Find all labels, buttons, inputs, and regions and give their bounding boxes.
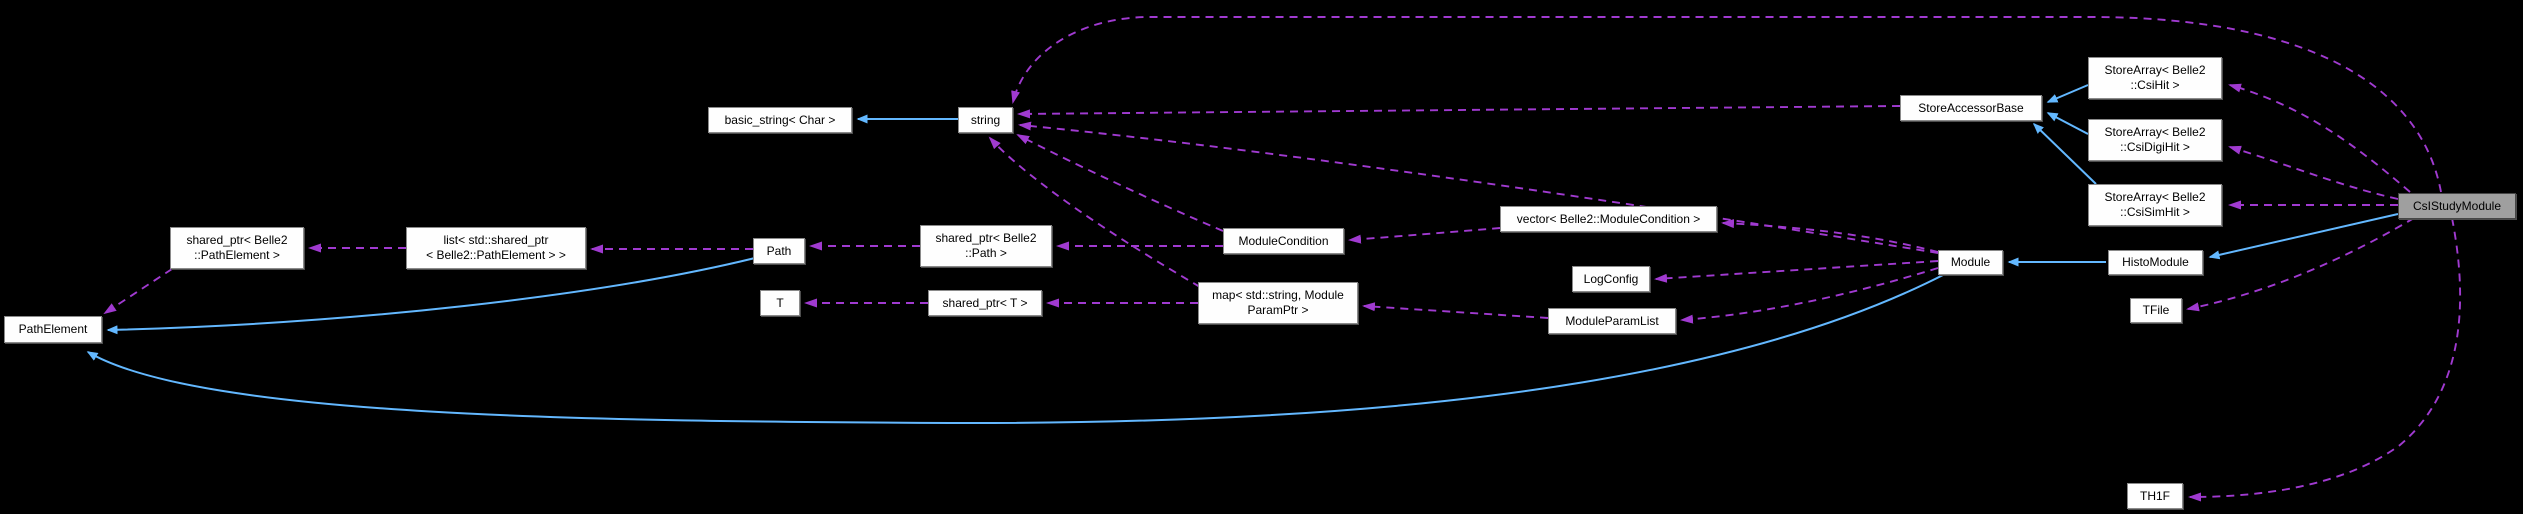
node-pathelement[interactable]: PathElement (4, 316, 102, 343)
node-store-accessor-base[interactable]: StoreAccessorBase (1900, 95, 2042, 121)
edge-map-string (988, 136, 1201, 288)
node-module[interactable]: Module (1938, 250, 2003, 275)
edge-csistudymodule-csihit (2228, 83, 2411, 193)
node-tfile[interactable]: TFile (2130, 298, 2182, 323)
edge-vector-modulecondition (1348, 227, 1501, 244)
edge-path-pathelement (106, 257, 756, 335)
node-path[interactable]: Path (753, 238, 805, 264)
node-moduleparamlist[interactable]: ModuleParamList (1548, 308, 1676, 334)
node-storearray-csihit[interactable]: StoreArray< Belle2 ::CsiHit > (2088, 57, 2222, 99)
edge-csihit-storeaccessorbase (2046, 84, 2089, 103)
edge-csistudymodule-tfile (2186, 217, 2415, 312)
edge-csistudymodule-string (1011, 16, 2442, 193)
node-logconfig[interactable]: LogConfig (1572, 266, 1650, 292)
edge-module-logconfig (1654, 260, 1939, 283)
edge-moduleparamlist-map (1362, 302, 1549, 319)
edge-csistudymodule-csidigihit (2228, 145, 2399, 200)
node-t[interactable]: T (760, 290, 800, 316)
node-sharedptr-path[interactable]: shared_ptr< Belle2 ::Path > (920, 225, 1052, 267)
edge-module-vector (1721, 219, 1939, 253)
node-storearray-csidigihit[interactable]: StoreArray< Belle2 ::CsiDigiHit > (2088, 119, 2222, 161)
node-string[interactable]: string (958, 107, 1013, 133)
edge-modulecondition-string (1016, 134, 1224, 232)
node-csistudymodule[interactable]: CsIStudyModule (2398, 193, 2516, 219)
node-list-sharedptr-pathelement[interactable]: list< std::shared_ptr < Belle2::PathElem… (406, 227, 586, 269)
node-th1f[interactable]: TH1F (2127, 483, 2183, 509)
edge-sharedptrpathelement-pathelement (103, 268, 173, 315)
edge-csistudymodule-histomodule (2208, 213, 2399, 260)
edge-module-string (1018, 121, 1939, 254)
node-storearray-csisimhit[interactable]: StoreArray< Belle2 ::CsiSimHit > (2088, 184, 2222, 226)
node-map-moduleparamptr[interactable]: map< std::string, Module ParamPtr > (1198, 282, 1358, 324)
edge-module-pathelement (86, 273, 1946, 425)
edge-csistudymodule-th1f (2188, 217, 2462, 502)
edge-csidigihit-storeaccessorbase (2046, 112, 2089, 135)
node-sharedptr-pathelement[interactable]: shared_ptr< Belle2 ::PathElement > (170, 227, 304, 269)
edge-module-moduleparamlist (1680, 267, 1939, 324)
edge-storeaccessorbase-string (1017, 105, 1901, 119)
node-vector-modulecondition[interactable]: vector< Belle2::ModuleCondition > (1500, 206, 1717, 232)
node-basic-string[interactable]: basic_string< Char > (708, 107, 852, 133)
edge-csisimhit-storeaccessorbase (2032, 122, 2097, 185)
node-histomodule[interactable]: HistoModule (2108, 250, 2203, 275)
node-sharedptr-t[interactable]: shared_ptr< T > (928, 290, 1042, 316)
node-modulecondition[interactable]: ModuleCondition (1223, 228, 1344, 254)
